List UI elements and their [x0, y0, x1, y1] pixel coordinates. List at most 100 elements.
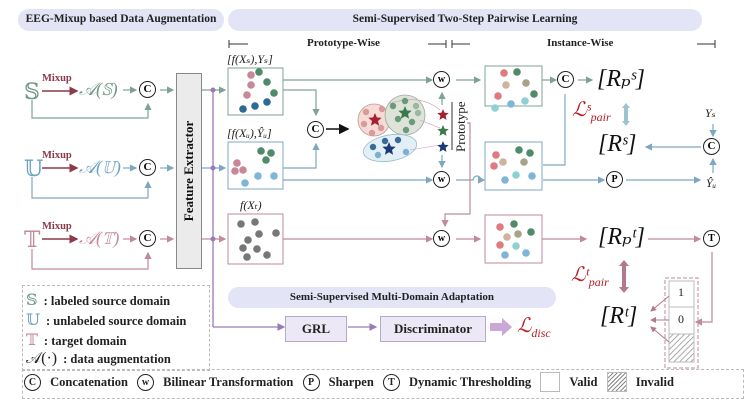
valid-swatch	[540, 372, 561, 392]
scatter-dot	[528, 172, 536, 180]
loss-disc: ℒdisc	[517, 313, 551, 341]
threshold-outline	[664, 277, 699, 369]
mixup-label-u: Mixup	[42, 150, 72, 161]
scatter-dot	[362, 108, 370, 116]
prototype-star	[437, 109, 449, 120]
feature-extractor: Feature Extractor	[176, 73, 202, 269]
scatter-dot	[512, 171, 520, 179]
scatter-dot	[491, 104, 499, 112]
feature-label-source: [f(Xₛ),Yₛ]	[227, 52, 273, 66]
scatter-dot	[270, 89, 278, 97]
legend-symbol: 𝕋	[26, 332, 38, 349]
loss-pair-t: ℒᵗpair	[571, 262, 609, 290]
feature-label-unlabeled: [f(Xᵤ),Ŷᵤ]	[227, 126, 272, 140]
threshold-op: T	[703, 230, 720, 247]
scatter-dot	[401, 97, 409, 105]
scatter-dot	[500, 69, 508, 77]
scatter-dot	[515, 146, 523, 154]
domain-u-aug: 𝒜(𝕌)	[79, 157, 121, 177]
scatter-dot	[512, 242, 520, 250]
scatter-dot	[239, 166, 247, 174]
bottom-legend: C Concatenation w Bilinear Transformatio…	[24, 372, 680, 392]
legend-concat-icon: C	[24, 373, 41, 391]
legend-row: 𝕊: labeled source domain	[26, 290, 170, 310]
bottom-legend-panel	[22, 369, 744, 399]
loss-pair-t-sub: pair	[588, 275, 609, 289]
banner-augmentation: EEG-Mixup based Data Augmentation	[18, 9, 224, 31]
scatter-dot	[513, 68, 521, 76]
scatter-dot	[381, 137, 389, 145]
section-instance-wise: Instance-Wise	[547, 37, 614, 49]
label-yu: Ŷᵤ	[706, 176, 717, 190]
scatter-dot	[522, 79, 530, 87]
scatter-dot	[496, 241, 504, 249]
prototype-star	[437, 125, 449, 136]
scatter-dot	[402, 148, 410, 156]
legend-text: : data augmentation	[63, 352, 171, 366]
scatter-dot	[522, 249, 530, 257]
threshold-cell-valid-1: 1	[678, 285, 684, 299]
concat-op-prototype: C	[307, 121, 324, 138]
legend-concat-label: Concatenation	[50, 374, 128, 389]
relation-rt: [Rᵗ]	[600, 303, 638, 329]
legend-bilinear-icon: w	[137, 373, 155, 391]
scatter-dot	[510, 220, 518, 228]
prototype-star	[368, 113, 382, 126]
mixup-label-t: Mixup	[42, 221, 72, 232]
sharpen-op: P	[606, 171, 623, 188]
legend-sharpen-label: Sharpen	[328, 374, 374, 389]
invalid-cell	[668, 333, 695, 363]
loss-pair-t-symbol: ℒᵗ	[571, 264, 589, 286]
scatter-dot	[233, 159, 241, 167]
bilinear-op-s: w	[433, 71, 450, 88]
scatter-dot	[263, 78, 271, 86]
scatter-dot	[251, 102, 259, 110]
scatter-dot	[503, 233, 511, 241]
relation-rs: [Rˢ]	[598, 131, 637, 157]
scatter-dot	[369, 143, 377, 151]
scatter-dot	[408, 118, 416, 126]
scatter-dot	[272, 229, 280, 237]
disc-arrow	[490, 318, 512, 336]
scatter-dot	[530, 90, 538, 98]
scatter-dot	[527, 228, 535, 236]
scatter-dot	[237, 220, 245, 228]
relation-rpt: [Rₚᵗ]	[598, 224, 645, 250]
scatter-dot	[501, 251, 509, 259]
legend-sharpen-icon: P	[302, 373, 320, 391]
scatter-dot	[374, 151, 382, 159]
scatter-dot	[526, 149, 534, 157]
scatter-dot	[492, 151, 500, 159]
legend-text: : target domain	[43, 334, 127, 348]
scatter-dot	[239, 105, 247, 113]
scatter-dot	[247, 81, 255, 89]
scatter-dot	[243, 91, 251, 99]
scatter-dot	[494, 92, 502, 100]
scatter-dot	[267, 149, 275, 157]
scatter-dot	[231, 167, 239, 175]
scatter-dot	[378, 105, 386, 113]
valid-label: Valid	[569, 374, 598, 389]
scatter-dot	[263, 251, 271, 259]
scatter-dot	[521, 97, 529, 105]
scatter-dot	[412, 102, 420, 110]
scatter-dot	[402, 126, 410, 134]
scatter-dot	[262, 156, 270, 164]
domain-s-symbol: 𝕊	[24, 79, 40, 104]
grl-box: GRL	[285, 316, 347, 342]
legend-threshold-icon: T	[382, 373, 400, 391]
concat-op-t: C	[139, 230, 156, 247]
scatter-dot	[243, 253, 251, 261]
scatter-dot	[360, 120, 368, 128]
legend-bilinear-label: Bilinear Transformation	[163, 374, 294, 389]
scatter-dot	[514, 230, 522, 238]
legend-text: : labeled source domain	[43, 294, 171, 308]
concat-op-ys: C	[703, 138, 720, 155]
domain-u-symbol: 𝕌	[24, 156, 44, 181]
invalid-swatch	[606, 372, 627, 392]
scatter-dot	[263, 98, 271, 106]
scatter-dot	[253, 245, 261, 253]
legend-symbol: 𝕌	[26, 312, 40, 329]
scatter-dot	[368, 129, 376, 137]
loss-s-arrow	[622, 103, 630, 126]
